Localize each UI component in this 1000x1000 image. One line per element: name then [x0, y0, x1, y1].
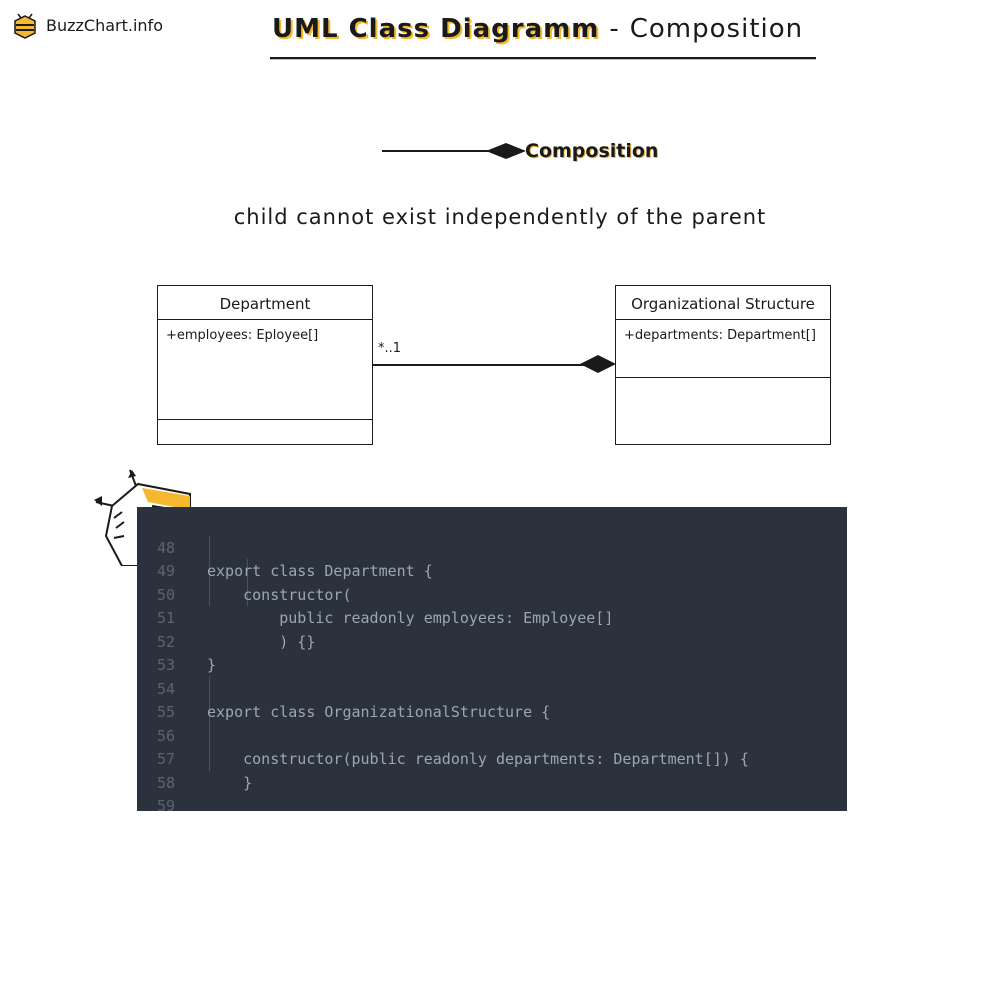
code-line: 48 export class Department { — [137, 513, 847, 581]
code-line: 49 constructor( — [137, 537, 847, 604]
indent-guide — [247, 559, 248, 606]
title-separator: - — [609, 14, 620, 44]
page-title: UML Class Diagramm-Composition — [272, 14, 816, 44]
uml-class-department: Department +employees: Eployee[] — [157, 285, 373, 445]
line-number: 54 — [156, 679, 175, 698]
line-number: 52 — [156, 632, 175, 651]
line-number: 53 — [156, 656, 175, 674]
indent-guide — [209, 677, 210, 771]
code-line: 53 — [137, 631, 847, 674]
class-attribute: +departments: Department[] — [624, 328, 816, 343]
legend-label: Composition — [525, 140, 659, 162]
logo-text: BuzzChart.info — [46, 15, 163, 35]
code-text: constructor(public readonly departments:… — [207, 750, 749, 768]
code-line: 52 } — [137, 607, 847, 675]
indent-guide — [209, 536, 210, 606]
title-main: UML Class Diagramm — [272, 14, 600, 44]
code-line: 60 — [137, 795, 847, 811]
title-underline — [270, 57, 816, 60]
line-number: 57 — [156, 750, 175, 768]
multiplicity-label: *..1 — [378, 341, 402, 356]
code-line: 55 — [137, 678, 847, 721]
line-number: 59 — [156, 797, 175, 811]
uml-class-organizational-structure: Organizational Structure +departments: D… — [615, 285, 831, 445]
composition-line — [373, 364, 585, 366]
line-number: 49 — [156, 562, 175, 580]
code-line: 50 public readonly employees: Employee[] — [137, 560, 847, 628]
code-snippet: 48 export class Department { 49 construc… — [137, 507, 847, 811]
line-number: 48 — [156, 538, 175, 557]
class-methods-compartment — [616, 377, 830, 444]
code-text: export class Department { — [207, 562, 433, 580]
code-line: 56 constructor(public readonly departmen… — [137, 701, 847, 769]
composition-diamond-icon — [486, 143, 526, 159]
code-text: export class OrganizationalStructure { — [207, 703, 551, 721]
code-text: } — [207, 656, 217, 674]
code-line: 58 — [137, 748, 847, 792]
title-subtitle: Composition — [629, 14, 804, 44]
bee-logo-icon — [14, 13, 36, 39]
code-text: } — [207, 773, 253, 792]
diagram-description: child cannot exist independently of the … — [233, 205, 767, 229]
code-line: 59 } — [137, 772, 847, 811]
brand-logo[interactable]: BuzzChart.info — [8, 8, 163, 42]
code-text: constructor( — [207, 585, 352, 604]
class-name: Department — [158, 286, 372, 320]
code-line: 57 } — [137, 725, 847, 792]
line-number: 51 — [156, 609, 175, 627]
class-attribute: +employees: Eployee[] — [166, 328, 319, 343]
composition-diamond-icon — [580, 355, 616, 373]
code-line: 51 ) {} — [137, 584, 847, 651]
line-number: 56 — [156, 726, 175, 745]
code-line: 54 export class OrganizationalStructure … — [137, 654, 847, 722]
line-number: 55 — [156, 703, 175, 721]
line-number: 58 — [156, 773, 175, 792]
legend-line — [382, 150, 492, 152]
class-methods-compartment — [158, 419, 372, 444]
code-text: ) {} — [207, 632, 316, 651]
code-text: public readonly employees: Employee[] — [207, 609, 614, 627]
line-number: 50 — [156, 585, 175, 604]
class-name: Organizational Structure — [616, 286, 830, 320]
